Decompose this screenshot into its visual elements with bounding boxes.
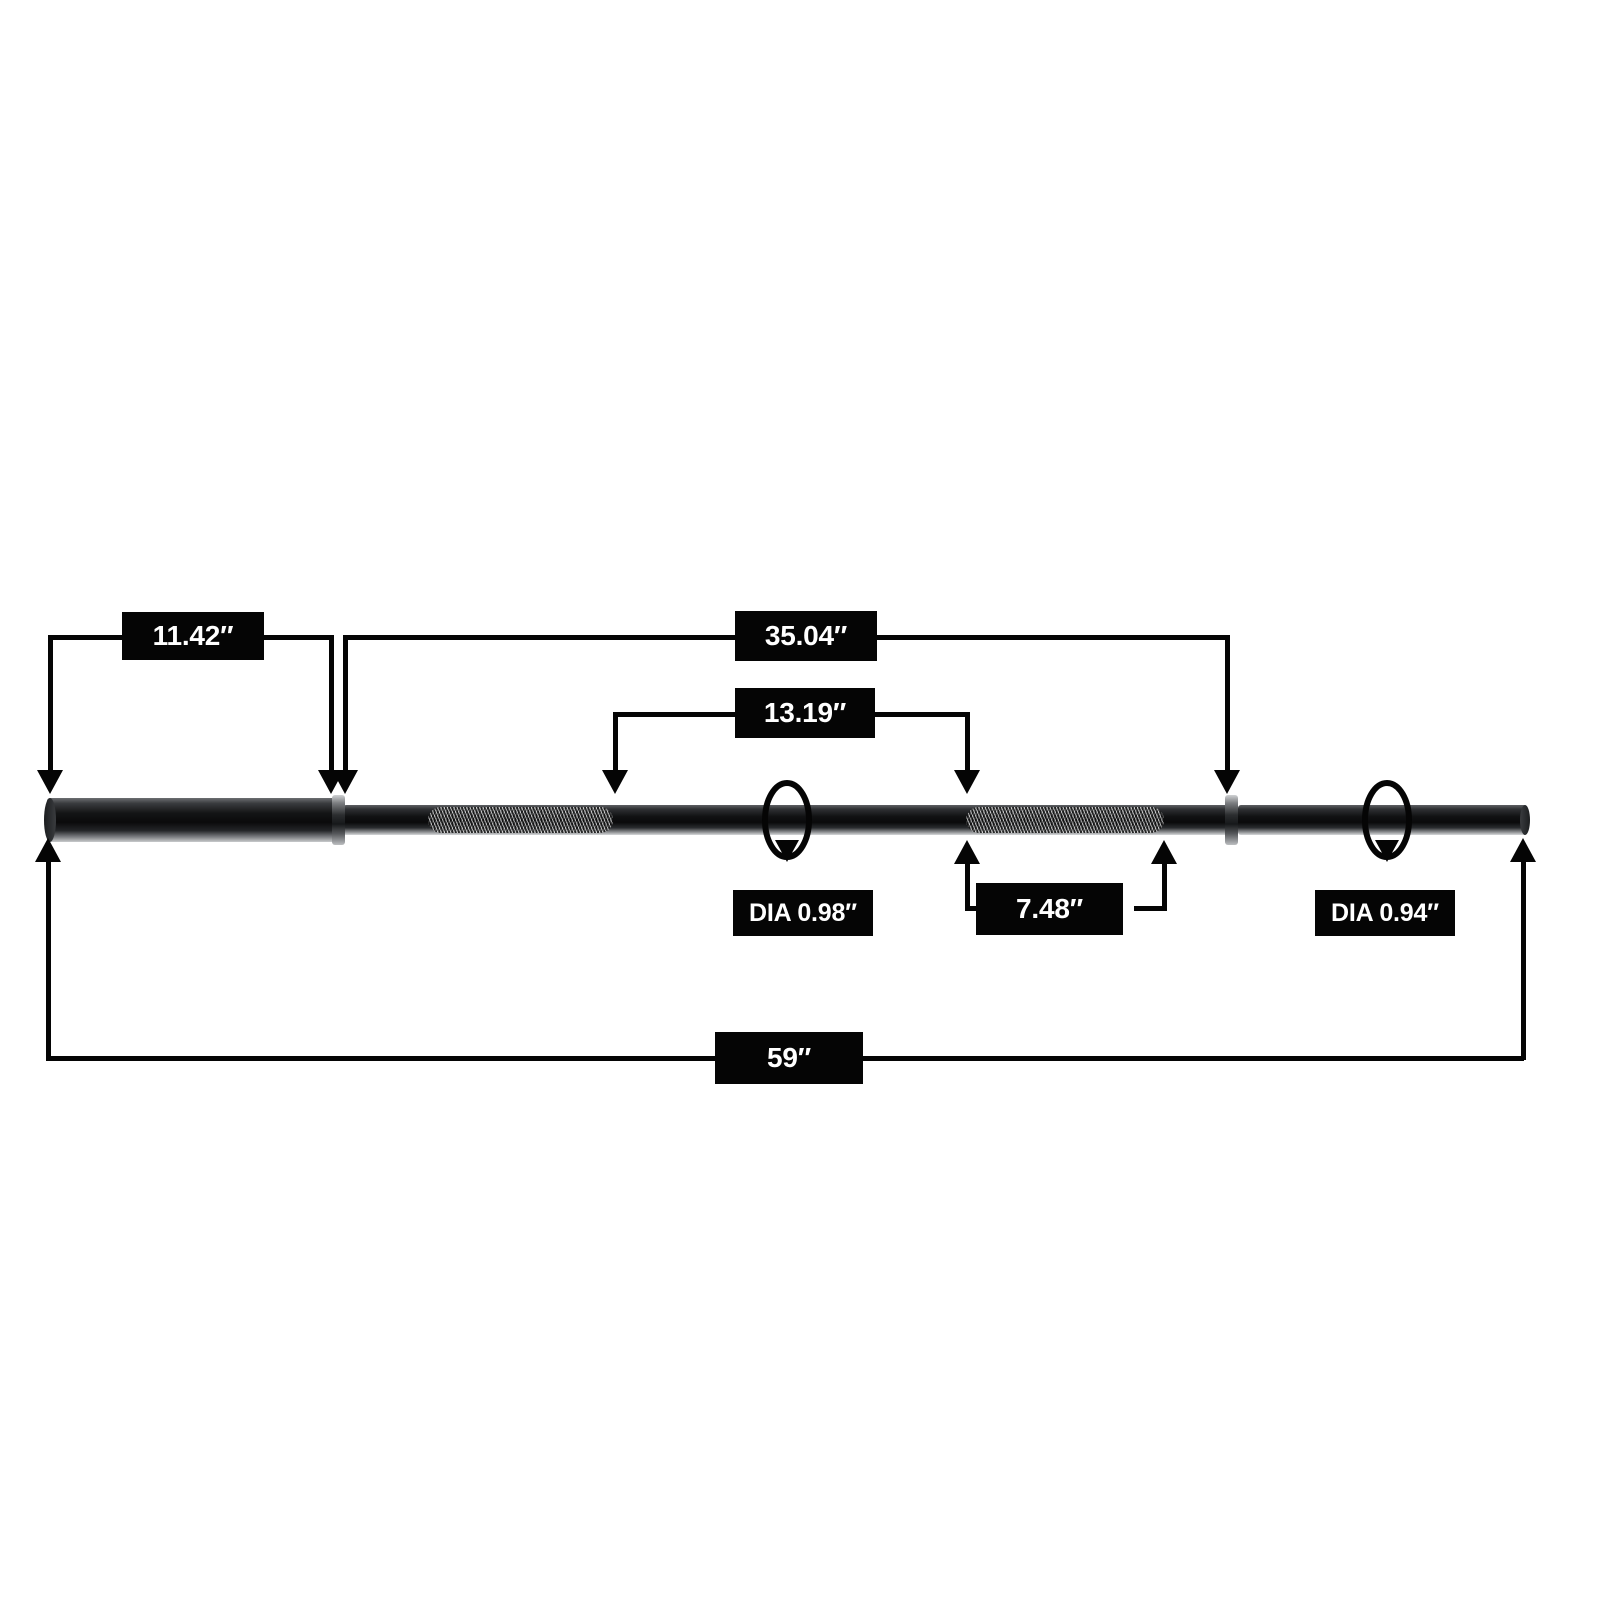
left-knurl-band bbox=[428, 807, 613, 833]
dimline-59-left-rise bbox=[46, 860, 51, 1060]
diameter-rotation-icon-left bbox=[757, 778, 817, 862]
arrow-up-icon-7-48-left bbox=[954, 840, 980, 864]
label-overall-length: 59″ bbox=[715, 1032, 863, 1084]
center-knurl-band bbox=[966, 807, 1164, 833]
label-sleeve-length: 11.42″ bbox=[122, 612, 264, 660]
label-shaft-diameter: DIA 0.94″ bbox=[1315, 890, 1455, 936]
dimline-7-48-horizontal-right bbox=[1134, 906, 1167, 911]
dimline-7-48-right-rise bbox=[1162, 862, 1167, 910]
dimline-13-19-left-drop bbox=[613, 712, 618, 777]
label-knurl-gap: 13.19″ bbox=[735, 688, 875, 738]
arrow-up-icon-7-48-right bbox=[1151, 840, 1177, 864]
right-end-cap bbox=[1520, 805, 1530, 835]
dimline-35-04-left-drop bbox=[343, 635, 348, 777]
arrow-down-icon-35-04-right bbox=[1214, 770, 1240, 794]
arrow-down-icon-35-04-left bbox=[332, 770, 358, 794]
arrow-down-icon-13-19-left bbox=[602, 770, 628, 794]
left-end-cap bbox=[44, 798, 56, 842]
label-collar-span: 35.04″ bbox=[735, 611, 877, 661]
dimline-13-19-right-drop bbox=[965, 712, 970, 777]
dimline-11-42-horizontal bbox=[48, 635, 128, 640]
arrow-down-icon-11-42-left bbox=[37, 770, 63, 794]
label-center-knurl: 7.48″ bbox=[976, 883, 1123, 935]
arrow-down-icon-13-19-right bbox=[954, 770, 980, 794]
label-sleeve-diameter: DIA 0.98″ bbox=[733, 890, 873, 936]
dimline-35-04-horizontal-left bbox=[343, 635, 737, 640]
dimline-59-right-rise bbox=[1521, 860, 1526, 1060]
left-collar bbox=[332, 795, 345, 845]
arrow-up-icon-59-left bbox=[35, 838, 61, 862]
left-sleeve bbox=[47, 798, 339, 842]
arrow-up-icon-59-right bbox=[1510, 838, 1536, 862]
dimline-35-04-horizontal-right bbox=[872, 635, 1230, 640]
right-sleeve bbox=[1238, 805, 1527, 835]
dimline-13-19-horizontal-left bbox=[613, 712, 739, 717]
dimline-11-42-left-drop bbox=[48, 635, 53, 777]
dimline-11-42-horizontal-right bbox=[258, 635, 334, 640]
right-collar bbox=[1225, 795, 1238, 845]
dimline-11-42-right-drop bbox=[329, 635, 334, 777]
dimline-7-48-left-rise bbox=[965, 862, 970, 910]
dimline-59-horizontal-left bbox=[46, 1056, 718, 1061]
barbell-illustration bbox=[44, 793, 1530, 847]
dimline-13-19-horizontal-right bbox=[870, 712, 970, 717]
dimline-59-horizontal-right bbox=[862, 1056, 1524, 1061]
diameter-rotation-icon-right bbox=[1357, 778, 1417, 862]
dimline-35-04-right-drop bbox=[1225, 635, 1230, 777]
